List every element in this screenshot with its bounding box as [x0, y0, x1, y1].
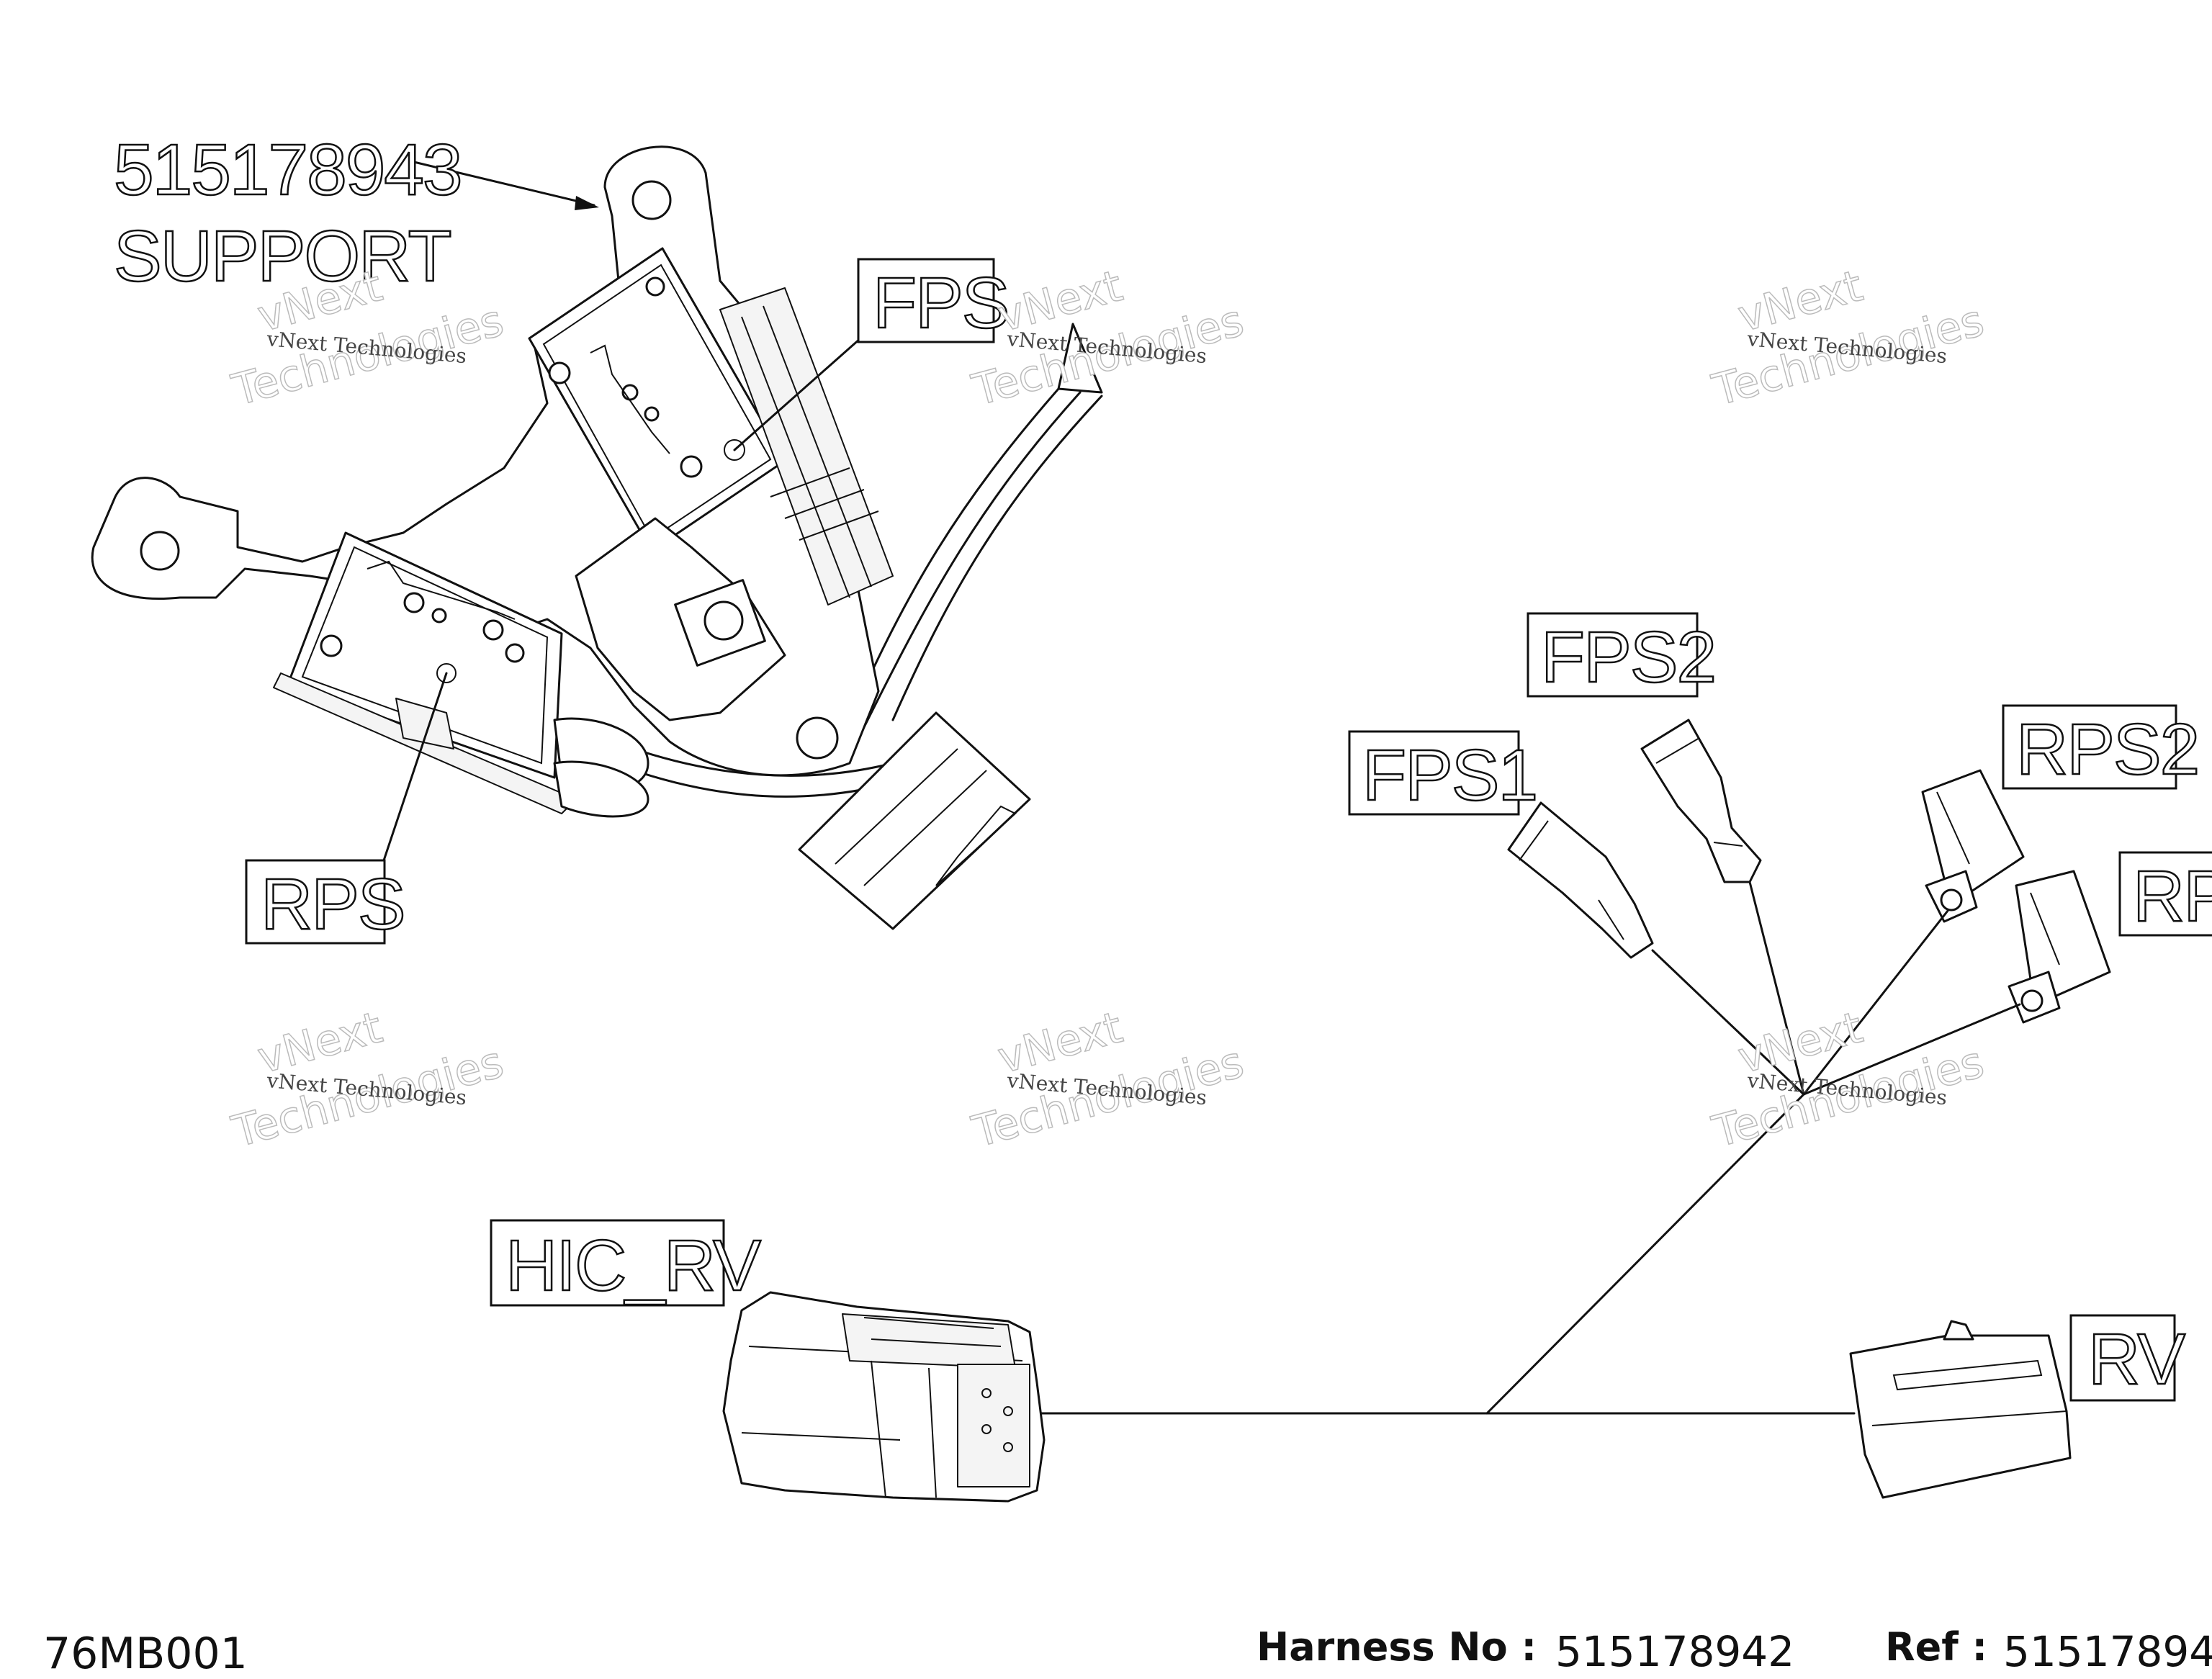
label-fps1: FPS1	[1348, 730, 1539, 816]
label-hic-rv-text: HIC_RV	[505, 1225, 761, 1306]
label-fps2: FPS2	[1527, 612, 1717, 698]
support-name: SUPPORT	[114, 216, 451, 297]
watermark-2: vNext Technologies vNext Technologies	[966, 260, 1249, 416]
label-rv-text: RV	[2088, 1319, 2185, 1400]
rps-leader	[382, 672, 448, 862]
fps-switch	[528, 247, 894, 606]
fps-leader	[733, 337, 862, 451]
label-rps: RPS	[245, 859, 407, 945]
switch-assembly-connector	[798, 711, 1031, 930]
watermark-6: vNext Technologies vNext Technologies	[1707, 1001, 1990, 1158]
watermark-3: vNext Technologies vNext Technologies	[1707, 260, 1990, 416]
label-rv: RV	[2069, 1314, 2188, 1402]
hic-rv-connector	[722, 1291, 1046, 1503]
label-rps-right-text: RPS	[2133, 856, 2212, 937]
ref-label: Ref :	[1885, 1624, 1988, 1670]
label-rps-text: RPS	[261, 864, 405, 945]
switch-assembly	[91, 145, 1103, 930]
harness-label: Harness No :	[1256, 1624, 1537, 1670]
terminal-rps2	[1921, 769, 2025, 923]
rps-switch	[273, 531, 649, 818]
ref-value: 51517894	[2003, 1627, 2212, 1676]
label-hic-rv: HIC_RV	[490, 1219, 763, 1307]
label-fps: FPS	[857, 258, 1011, 344]
watermark-5: vNext Technologies vNext Technologies	[966, 1001, 1249, 1158]
support-part-number: 515178943	[114, 130, 462, 210]
terminal-rps1	[2008, 870, 2111, 1024]
label-fps1-text: FPS1	[1362, 735, 1537, 816]
rv-connector	[1849, 1320, 2072, 1499]
label-fps2-text: FPS2	[1541, 617, 1715, 698]
wire-harness	[1035, 881, 2021, 1415]
support-leader	[413, 161, 595, 207]
terminal-fps1	[1507, 801, 1654, 959]
support-leader-arrow	[575, 196, 599, 210]
label-fps-text: FPS	[873, 263, 1008, 343]
drawing-code: 76MB001	[43, 1629, 248, 1679]
label-rps-right: RPS	[2118, 851, 2212, 937]
label-rps2-text: RPS2	[2016, 709, 2198, 790]
terminal-fps2	[1640, 719, 1762, 883]
harness-value: 515178942	[1555, 1627, 1795, 1676]
label-rps2: RPS2	[2002, 704, 2200, 791]
watermark-4: vNext Technologies vNext Technologies	[226, 1001, 509, 1158]
